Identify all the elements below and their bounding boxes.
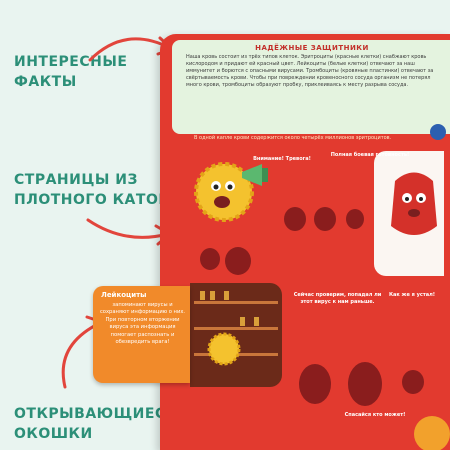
facts-panel: НАДЁЖНЫЕ ЗАЩИТНИКИ Наша кровь состоит из… bbox=[172, 40, 450, 134]
red-cells-pair-icon bbox=[200, 247, 251, 275]
facts-text: Наша кровь состоит из трёх типов клеток.… bbox=[186, 54, 434, 88]
callout-facts: ИНТЕРЕСНЫЕ ФАКТЫ bbox=[14, 54, 128, 90]
bubble-check: Сейчас проверим, попадал ли этот вирус к… bbox=[293, 292, 382, 305]
virus-icon bbox=[430, 124, 446, 140]
flap-text: запоминают вирусы и сохраняют информацию… bbox=[99, 302, 186, 346]
bubble-alarm: Внимание! Тревога! bbox=[253, 156, 311, 162]
book-page: НАДЁЖНЫЕ ЗАЩИТНИКИ Наша кровь состоит из… bbox=[160, 34, 450, 450]
open-window[interactable] bbox=[190, 283, 282, 387]
red-cells-bottom-icon bbox=[299, 362, 424, 406]
callout-windows: ОТКРЫВАЮЩИЕСЯ ОКОШКИ bbox=[14, 406, 177, 442]
tired-cell-icon bbox=[391, 172, 437, 235]
callout-pages: СТРАНИЦЫ ИЗ ПЛОТНОГО КАТОНА bbox=[14, 172, 182, 208]
fact-band: В одной капле крови содержится около чет… bbox=[194, 135, 392, 141]
red-cells-group-icon bbox=[284, 207, 364, 231]
bubble-save: Спасайся кто может! bbox=[344, 412, 406, 418]
bubble-tired: Как же я устал! bbox=[388, 292, 436, 298]
white-cell-icon bbox=[194, 162, 254, 222]
flap-title: Лейкоциты bbox=[101, 291, 147, 299]
orange-cell-icon bbox=[414, 416, 450, 450]
lymphocyte-icon bbox=[207, 332, 241, 366]
bubble-ready: Полная боевая готовность! bbox=[330, 152, 410, 158]
leukocyte-flap[interactable]: Лейкоциты запоминают вирусы и сохраняют … bbox=[93, 286, 190, 383]
page-title: НАДЁЖНЫЕ ЗАЩИТНИКИ bbox=[255, 44, 369, 52]
megaphone-icon bbox=[242, 164, 268, 186]
